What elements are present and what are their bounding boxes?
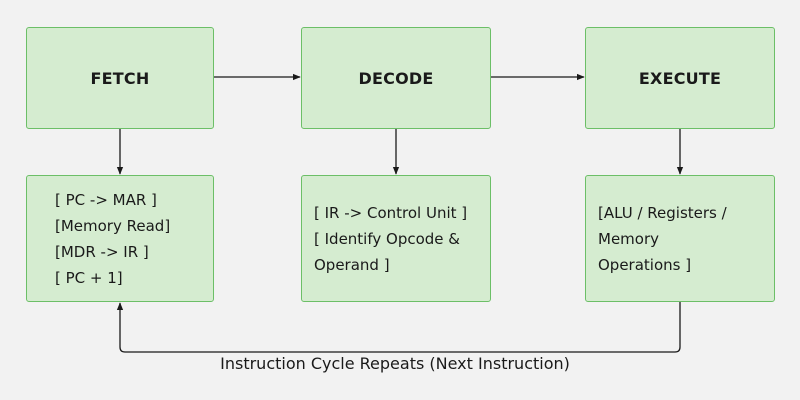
fetch-detail-line: [MDR -> IR ]	[55, 242, 149, 261]
execute-detail-box: [ALU / Registers / Memory Operations ]	[585, 175, 775, 302]
execute-detail-line: Operations ]	[598, 255, 692, 274]
fetch-detail-line: [Memory Read]	[55, 216, 171, 235]
decode-detail-line: Operand ]	[314, 255, 390, 274]
decode-stage-label: DECODE	[358, 68, 434, 88]
fetch-detail-line: [ PC + 1]	[55, 268, 123, 287]
loop-back-label: Instruction Cycle Repeats (Next Instruct…	[220, 354, 570, 373]
fetch-stage-label: FETCH	[90, 68, 150, 88]
execute-detail-line: Memory	[598, 229, 660, 248]
decode-detail-line: [ Identify Opcode &	[314, 229, 460, 248]
decode-detail-line: [ IR -> Control Unit ]	[314, 203, 468, 222]
execute-detail-line: [ALU / Registers /	[598, 203, 727, 222]
fetch-detail-box: [ PC -> MAR ] [Memory Read] [MDR -> IR ]…	[26, 175, 214, 302]
execute-stage-label: EXECUTE	[638, 68, 722, 88]
decode-detail-box: [ IR -> Control Unit ] [ Identify Opcode…	[301, 175, 491, 302]
execute-stage-box: EXECUTE	[585, 27, 775, 129]
fetch-stage-box: FETCH	[26, 27, 214, 129]
fetch-detail-line: [ PC -> MAR ]	[55, 190, 157, 209]
arrow-loop-back	[116, 302, 681, 353]
decode-stage-box: DECODE	[301, 27, 491, 129]
